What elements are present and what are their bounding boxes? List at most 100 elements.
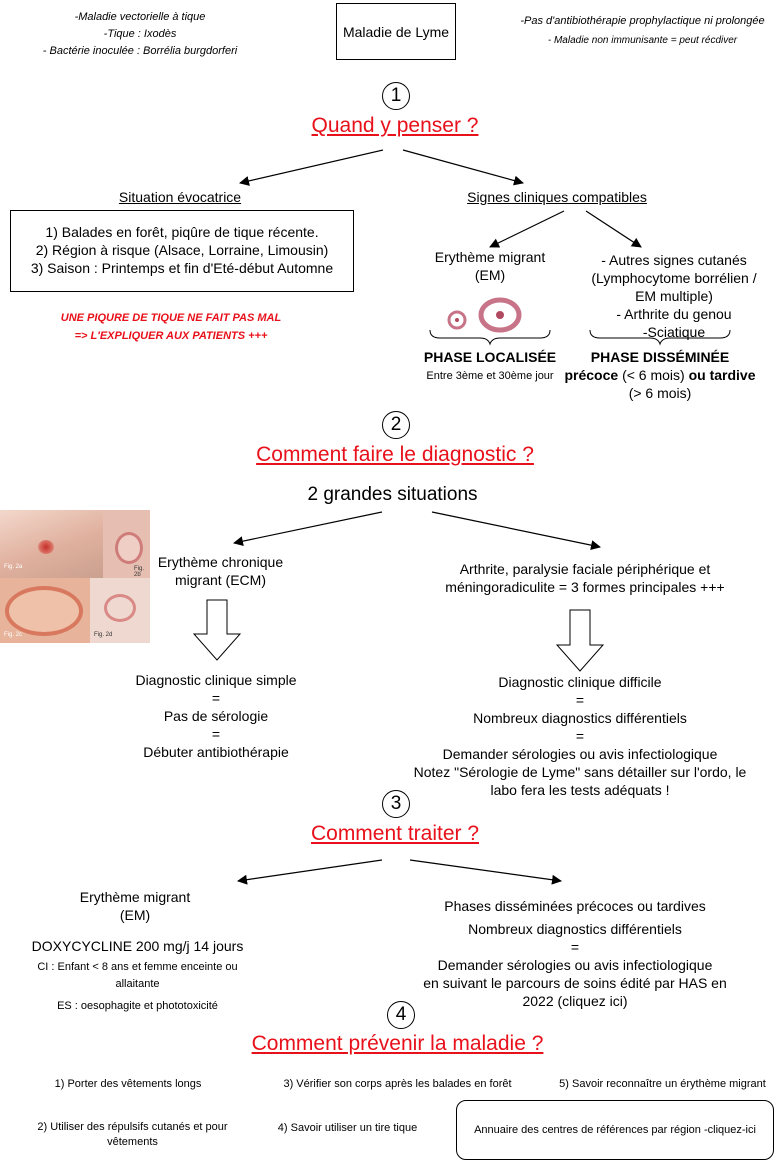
photo-label: Fig. 2a [4,564,23,570]
header-left-notes: -Maladie vectorielle à tique -Tique : Ix… [40,10,240,59]
arrow-s3-right [409,859,562,885]
situation-item: 3) Saison : Printemps et fin d'Eté-début… [30,260,334,276]
treat-line: Erythème migrant [79,889,191,905]
arrow-signes-right [585,210,642,248]
note-line: -Pas d'antibiothérapie prophylactique ni… [520,15,765,27]
section4-title: Comment prévenir la maladie ? [251,1032,544,1055]
result-line: Diagnostic clinique simple [135,672,297,688]
timing-early-range: (< 6 mois) [618,367,689,383]
disseminated-line: = [570,939,580,955]
brace-disseminee [589,329,731,346]
down-arrow-left [192,599,242,661]
section2-subtitle: 2 grandes situations [307,484,478,505]
annuaire-label: Annuaire des centres de références par r… [474,1123,756,1136]
result-line: Débuter antibiothérapie [143,744,289,760]
result-line: = [575,692,585,708]
header-right-notes: -Pas d'antibiothérapie prophylactique ni… [500,14,782,48]
section1-title: Quand y penser ? [311,114,479,137]
disseminated-line: Nombreux diagnostics différentiels [468,921,682,937]
photo-label: Fig. 2d [94,632,113,638]
arrow-s2-right [431,511,601,551]
result-line: = [575,728,585,744]
note-line: - Maladie non immunisante = peut récdive… [547,35,738,46]
sign-line: (Lymphocytome borrélien / [591,270,757,286]
disseminated-line: Demander sérologies ou avis infectiologi… [437,957,713,973]
step-number-3: 3 [382,790,410,818]
difficult-diagnosis: Diagnostic clinique difficile = Nombreux… [380,673,780,799]
treat-em-label: Erythème migrant (EM) [60,888,210,924]
brace-localisee [429,329,551,346]
note-line: - Bactérie inoculée : Borrélia burgdorfe… [42,45,238,57]
result-line: Notez "Sérologie de Lyme" sans détailler… [413,764,747,780]
note-line: -Tique : Ixodès [103,28,177,40]
sign-line: - Arthrite du genou [616,306,732,322]
em-line: (EM) [474,267,506,283]
arrow-s2-left [233,511,383,547]
result-line: Nombreux diagnostics différentiels [473,710,687,726]
treat-line: (EM) [119,907,151,923]
ci-line: CI : Enfant < 8 ans et femme enceinte ou [37,961,238,973]
note-line: -Maladie vectorielle à tique [74,11,206,23]
disseminated-heading: Phases disséminées précoces ou tardives [444,898,706,914]
ci-line: allaitante [115,978,160,990]
photo-label: Fig. 2c [4,632,23,638]
side-effects: ES : oesophagite et phototoxicité [57,1000,218,1012]
doxycycline-dose: DOXYCYCLINE 200 mg/j 14 jours [31,938,244,954]
prevention-item-3: 3) Vérifier son corps après les balades … [283,1078,512,1090]
tick-warning: UNE PIQURE DE TIQUE NE FAIT PAS MAL => L… [40,311,302,344]
timing-early: précoce [564,367,619,383]
em-label: Erythème migrant (EM) [410,248,570,284]
step-number-4: 4 [387,1001,415,1029]
forms-line: méningoradiculite = 3 formes principales… [445,579,725,595]
phase-disseminee-timing: précoce (< 6 mois) ou tardive [560,366,760,384]
annuaire-link-button[interactable]: Annuaire des centres de références par r… [456,1100,774,1160]
situation-heading: Situation évocatrice [118,189,242,205]
sign-line: - Autres signes cutanés [601,252,747,268]
other-signs: - Autres signes cutanés (Lymphocytome bo… [576,251,772,341]
photo-label: Fig. 2b [134,566,145,578]
result-line: Demander sérologies ou avis infectiologi… [442,746,718,762]
erythema-illustration [447,297,522,333]
step-number-2: 2 [382,411,410,439]
situation-item: 1) Balades en forêt, piqûre de tique réc… [45,224,319,240]
sign-line: EM multiple) [635,288,713,304]
forms-label: Arthrite, paralysie faciale périphérique… [420,560,750,596]
photo-2c: Fig. 2c [0,578,90,643]
step-number-1: 1 [382,82,410,110]
photo-2b: Fig. 2b [103,510,150,578]
result-line: Pas de sérologie [163,708,269,724]
arrow-signes-left [489,210,565,248]
phase-localisee-sub: Entre 3ème et 30ème jour [426,370,554,382]
section3-title: Comment traiter ? [310,822,480,845]
prevention-item-1: 1) Porter des vêtements longs [54,1078,202,1090]
situation-item: 2) Région à risque (Alsace, Lorraine, Li… [35,242,329,258]
disseminated-treatment: Nombreux diagnostics différentiels = Dem… [380,920,770,1010]
has-parcours-link[interactable]: 2022 (cliquez ici) [522,993,628,1009]
down-arrow-right [555,609,605,672]
result-line: Diagnostic clinique difficile [498,674,662,690]
contraindications: CI : Enfant < 8 ans et femme enceinte ou… [20,960,255,992]
forms-line: Arthrite, paralysie faciale périphérique… [459,561,711,577]
phase-disseminee: PHASE DISSÉMINÉE [590,349,730,365]
em-line: Erythème migrant [434,249,546,265]
ecm-line: migrant (ECM) [174,572,266,588]
ecm-line: Erythème chronique [157,554,284,570]
ecm-photos: Fig. 2a Fig. 2b Fig. 2c Fig. 2d [0,510,150,643]
result-line: labo fera les tests adéquats ! [490,782,670,798]
section2-title: Comment faire le diagnostic ? [256,443,534,466]
warning-line: => L'EXPLIQUER AUX PATIENTS +++ [74,330,268,342]
warning-line: UNE PIQURE DE TIQUE NE FAIT PAS MAL [60,312,282,324]
disseminated-line: en suivant le parcours de soins édité pa… [423,975,727,991]
simple-diagnosis: Diagnostic clinique simple = Pas de séro… [110,671,322,761]
phase-localisee: PHASE LOCALISÉE [423,349,557,365]
title-box: Maladie de Lyme [336,3,456,60]
signes-heading: Signes cliniques compatibles [467,189,647,205]
prevention-item-2: 2) Utiliser des répulsifs cutanés et pou… [37,1121,228,1148]
arrow-s1-left [239,149,384,186]
prevention-item-5: 5) Savoir reconnaître un érythème migran… [559,1078,766,1090]
prevention-item-4: 4) Savoir utiliser un tire tique [277,1122,418,1134]
result-line: = [211,726,221,742]
result-line: = [211,690,221,706]
timing-late: ou tardive [688,367,756,383]
